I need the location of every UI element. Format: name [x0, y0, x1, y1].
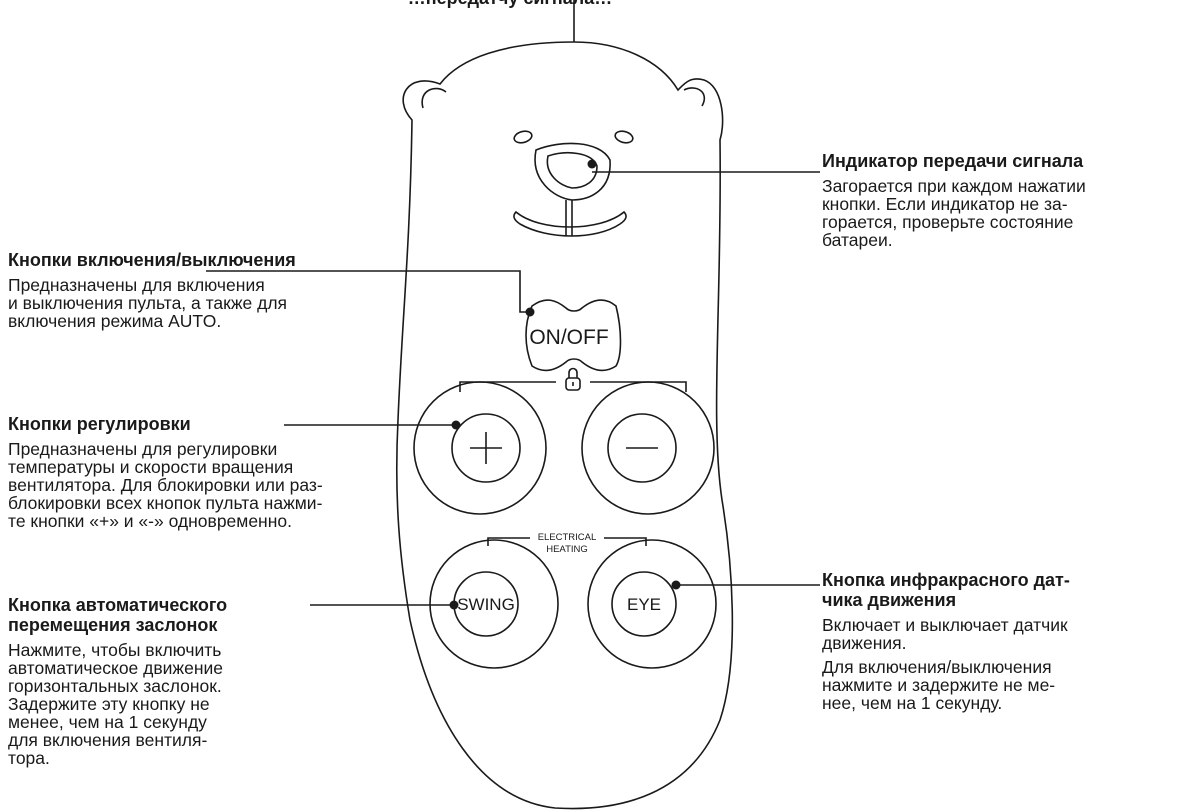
callout-swing: Кнопка автоматического перемещения засло…: [8, 595, 328, 773]
callout-indicator-text: Загорается при каждом нажатии кнопки. Ес…: [822, 176, 1086, 250]
callout-adjust-text: Предназначены для регулировки температур…: [8, 439, 323, 531]
heating-label-line1: ELECTRICAL: [538, 532, 597, 543]
callout-swing-title: Кнопка автоматического перемещения засло…: [8, 595, 228, 635]
minus-button-outer-ring: [581, 381, 715, 515]
remote-body-outline: [395, 41, 734, 810]
lock-icon: [565, 367, 581, 391]
callout-power-text: Предназначены для включения и выключения…: [8, 275, 288, 331]
callout-eye-title: Кнопка инфракрасного дат- чика движения: [822, 570, 1070, 610]
callout-adjust-title: Кнопки регулировки: [8, 414, 191, 434]
mouth: [513, 210, 627, 237]
callout-eye-text-2: Для включения/выключения нажмите и задер…: [822, 657, 1056, 713]
power-dot: [525, 307, 535, 317]
plus-button-outer-ring: [413, 381, 547, 515]
callout-indicator: Индикатор передачи сигнала Загорается пр…: [822, 151, 1182, 255]
left-ear-inner: [421, 87, 447, 109]
callout-power: Кнопки включения/выключения Предназначен…: [8, 250, 408, 336]
callout-eye: Кнопка инфракрасного дат- чика движения …: [822, 570, 1182, 718]
callout-adjust: Кнопки регулировки Предназначены для рег…: [8, 414, 408, 536]
callout-swing-text: Нажмите, чтобы включить автоматическое д…: [8, 640, 224, 768]
leader-power: [206, 270, 530, 313]
eye-button-outer-ring: [587, 539, 717, 669]
lock-bracket: [459, 381, 687, 392]
eye-button: [611, 571, 677, 637]
adjust-dot: [451, 420, 461, 430]
top-cropped-label: …передатчу сигнала…: [360, 0, 660, 9]
swing-dot: [449, 600, 459, 610]
nose-inner: [546, 152, 598, 189]
heating-bracket: [487, 537, 647, 546]
minus-button: [607, 413, 677, 483]
plus-button: [451, 413, 521, 483]
onoff-label: ON/OFF: [529, 326, 608, 349]
callout-power-title: Кнопки включения/выключения: [8, 250, 296, 270]
left-eye: [513, 130, 533, 144]
eye-dot: [671, 580, 681, 590]
callout-eye-text-1: Включает и выключает датчик движения.: [822, 615, 1068, 653]
heating-label-line2: HEATING: [546, 544, 588, 555]
swing-label: SWING: [457, 595, 515, 614]
right-ear-inner: [683, 87, 706, 107]
onoff-bowtie-outline: [525, 299, 622, 372]
indicator-dot: [587, 159, 597, 169]
nose-outer: [534, 142, 611, 201]
callout-indicator-title: Индикатор передачи сигнала: [822, 151, 1084, 171]
eye-label: EYE: [627, 595, 661, 614]
right-eye: [614, 130, 634, 144]
swing-button-outer-ring: [429, 539, 559, 669]
